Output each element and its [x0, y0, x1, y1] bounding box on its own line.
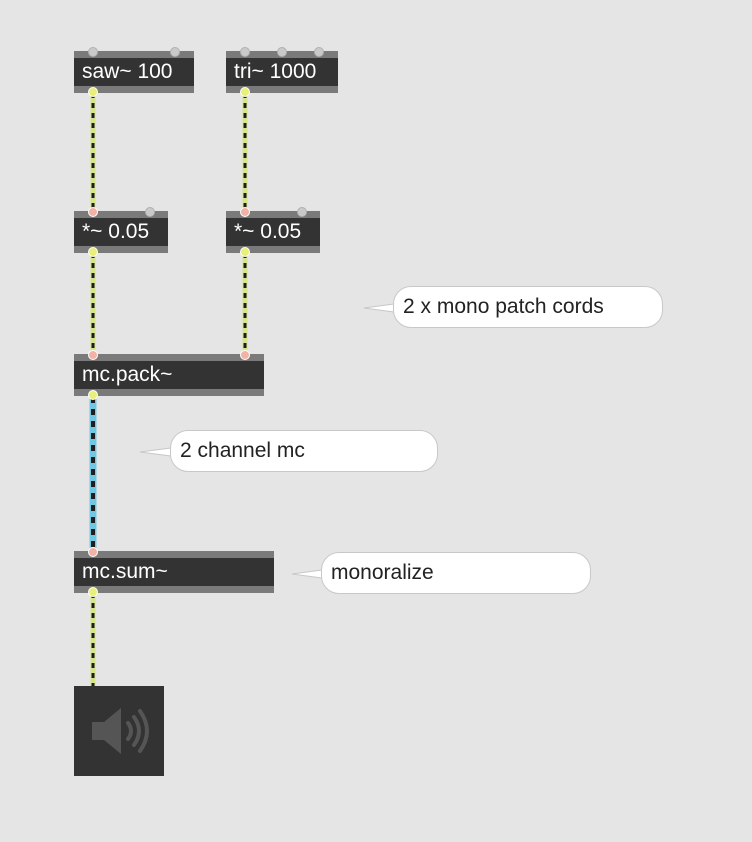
tri-object[interactable]: tri~ 1000 [226, 47, 338, 97]
tri-inlet-3[interactable] [314, 47, 324, 57]
saw-object[interactable]: saw~ 100 [74, 47, 194, 97]
mc-pack-object[interactable]: mc.pack~ [74, 350, 264, 400]
mc-sum-label: mc.sum~ [82, 560, 168, 583]
comment-two-channel-mc-text: 2 channel mc [180, 439, 305, 462]
comment-tail-mono-cords [363, 303, 395, 313]
mc-sum-object[interactable]: mc.sum~ [74, 547, 274, 597]
mc-pack-inlet-2[interactable] [240, 350, 250, 360]
comment-mono-patch-cords[interactable]: 2 x mono patch cords [393, 286, 663, 328]
multiply-left-object[interactable]: *~ 0.05 [74, 207, 168, 257]
tri-inlet-2[interactable] [277, 47, 287, 57]
mc-sum-outlet[interactable] [88, 587, 98, 597]
multiply-left-inlet-2[interactable] [145, 207, 155, 217]
comment-mono-patch-cords-text: 2 x mono patch cords [403, 295, 604, 318]
multiply-right-outlet[interactable] [240, 247, 250, 257]
multiply-right-label: *~ 0.05 [234, 220, 302, 243]
multiply-left-label: *~ 0.05 [82, 220, 150, 243]
multiply-right-object[interactable]: *~ 0.05 [226, 207, 320, 257]
tri-inlet-1[interactable] [240, 47, 250, 57]
saw-outlet[interactable] [88, 87, 98, 97]
mc-pack-outlet[interactable] [88, 390, 98, 400]
saw-inlet-2[interactable] [170, 47, 180, 57]
comment-monoralize-text: monoralize [331, 561, 434, 584]
saw-inlet-1[interactable] [88, 47, 98, 57]
mc-pack-inlet-1[interactable] [88, 350, 98, 360]
comment-two-channel-mc[interactable]: 2 channel mc [170, 430, 438, 472]
mc-sum-inlet[interactable] [88, 547, 98, 557]
comment-tail-two-channel [139, 447, 172, 457]
speaker-icon [92, 708, 149, 754]
multiply-right-inlet-2[interactable] [297, 207, 307, 217]
multiply-right-inlet-1[interactable] [240, 207, 250, 217]
comment-tail-monoralize [291, 569, 323, 579]
multiply-left-outlet[interactable] [88, 247, 98, 257]
ezdac-speaker-button[interactable] [74, 686, 164, 776]
tri-outlet[interactable] [240, 87, 250, 97]
tri-object-label: tri~ 1000 [234, 60, 317, 83]
mc-pack-label: mc.pack~ [82, 363, 173, 386]
multiply-left-inlet-1[interactable] [88, 207, 98, 217]
comment-monoralize[interactable]: monoralize [321, 552, 591, 594]
saw-object-label: saw~ 100 [82, 60, 173, 83]
